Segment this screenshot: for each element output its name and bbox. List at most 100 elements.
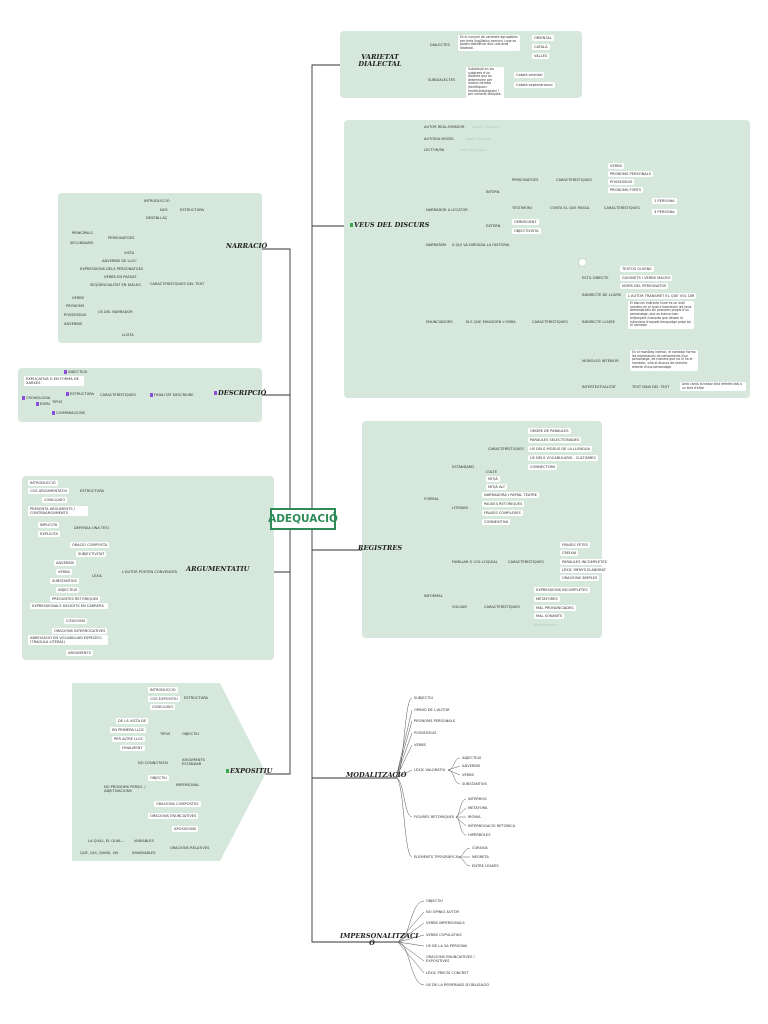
registres-est-item[interactable]: CONNECTORS [528,464,558,471]
descripcio-estructura[interactable]: ESTRUCTURA [66,392,94,396]
narracio-c-item[interactable]: SEQÜENCIALITAT EN DIÀLEG [90,283,141,287]
expositiu-relatives[interactable]: ORACIONS RELATIVES [170,846,210,850]
registres-vul-item[interactable]: MAL PRONÚNCIADES [534,605,576,612]
expositiu-arguments[interactable]: ARGUMENTS ESTANDAR [182,758,205,767]
narracio-c-item[interactable]: VERBS EN PASSAT [104,275,137,279]
modal-item[interactable]: POSSESSIUS [414,731,437,735]
narracio-personatges[interactable]: PERSONATGES [108,236,135,240]
veus-enunciadors[interactable]: ENUNCIADORS [426,320,453,324]
modal-el-item[interactable]: ENTRE LEASES [472,864,499,868]
varietat-dialecte-item[interactable]: ORIENTAL [532,35,554,42]
registres-fam-item[interactable]: ORACIONS SIMPLES [560,575,600,582]
expositiu-estructura[interactable]: ESTRUCTURA [184,696,209,700]
modal-lexic[interactable]: LÈXIC VALORATIU [414,768,446,772]
expositiu-rel-b[interactable]: INVARIABLES [132,851,156,855]
modal-item[interactable]: OPINIÓ DE L'AUTOR [414,708,450,712]
veus-extern[interactable]: EXTERN [486,224,501,228]
imperson-item[interactable]: VERBS COPULATIUS [426,933,462,937]
narracio-estructura[interactable]: ESTRUCTURA [180,208,205,212]
veus-c1-item[interactable]: VERBS [608,163,624,170]
registres-estandard[interactable]: ESTÀNDARD [452,465,475,469]
expositiu-tipus[interactable]: OBJECTIU [182,732,200,736]
narracio-pers-item[interactable]: PRINCIPALS [72,231,93,235]
descripcio-c-item[interactable]: EXPLICATIVA O EN FORMA DE XARXES [24,376,84,387]
narracio-c-item[interactable]: EXPRESSIONS DELS PERSONATGES [80,267,144,271]
argumentatiu-est-item[interactable]: CONCLUSIÓ [42,497,68,504]
veus-monoleg[interactable]: MONÒLEG INTERIOR [582,359,619,363]
registres-lit-item[interactable]: CONNEXITIVA [482,519,511,526]
registres-fam-item[interactable]: CREIXIA [560,550,579,557]
varietat-dialecte-item[interactable]: CATALÀ [532,44,550,51]
branch-expositiu[interactable]: EXPOSITIU [226,768,272,775]
modal-item[interactable]: VERBS [414,743,426,747]
veus-intern[interactable]: INTERN [486,190,500,194]
argumentatiu-estructura[interactable]: ESTRUCTURA [80,489,105,493]
veus-c1-item[interactable]: PRONOMS PERSONALS [608,171,654,178]
narracio-verbs-item[interactable]: VERBS [72,296,84,300]
registres-caract-est[interactable]: CARACTERÍSTIQUES [488,447,524,451]
argumentatiu-est-item[interactable]: INTRODUCCIÓ [28,480,58,487]
registres-lit-item[interactable]: PAUSES RETÒRIQUES [482,501,525,508]
narracio-c-item[interactable]: ADVERBIS DE LLOC [102,259,137,263]
veus-indirecte-lliure[interactable]: INDIRECTE DE LLIURE [582,293,622,297]
modal-el-item[interactable]: NEGRETA [472,855,489,859]
registres-vul-item[interactable]: METAFORES [534,596,560,603]
modal-lexic-item[interactable]: VERBS [462,773,474,777]
veus-autor-model[interactable]: AUTOR/A MODEL [424,137,455,141]
narracio-verbs-item[interactable]: PRONOMS [66,304,85,308]
modal-lexic-item[interactable]: ADVERBIS [462,764,481,768]
veus-c1-item[interactable]: PRONOMS FORTS [608,187,644,194]
veus-narrador[interactable]: NARRADOR A LECATOR [426,208,468,212]
expositiu-tipus-label[interactable]: TIPUS [160,732,171,736]
branch-veus-del-discurs[interactable]: VEUS DEL DISCURS [350,222,429,229]
narracio-est-item[interactable]: DESENLLAÇ [146,216,168,220]
imperson-item[interactable]: VERBS IMPERSONALS [426,921,465,925]
argumentatiu-lexic-item[interactable]: SUBSTANTIUS [50,578,79,585]
veus-testimoni[interactable]: TESTIMONI [512,206,532,210]
veus-c2-item[interactable]: 3 PERSONA [652,209,677,216]
imperson-item[interactable]: LÈXIC PRECÍS CONCRET [426,971,469,975]
argumentatiu-item2[interactable]: EXPRESSIONALS DECIDITS EN CARRERS [30,603,108,610]
argumentatiu-usos[interactable]: L'AUTOR POSTEN CONVENCER [122,570,178,574]
registres-fam-item[interactable]: PARAULES INCOMPLETES [560,559,609,566]
argumentatiu-presenta[interactable]: PRESENTA ARGUMENTS / CONTRAARGUMENTS [28,506,88,517]
argumentatiu-item2[interactable]: ARGUMENTS [66,650,93,657]
descripcio-e-item[interactable]: CRONOLOGIA [22,396,50,400]
argumentatiu-tesi-item[interactable]: EXPLÍCITA [38,531,60,538]
modal-lexic-item[interactable]: ADJECTIUS [462,756,482,760]
descripcio-adj[interactable]: ADJECTIUS [64,370,87,374]
veus-estil-directe[interactable]: ESTIL DIRECTE [582,276,609,280]
narracio-verbs-item[interactable]: POSSESSIUS [64,313,87,317]
expositiu-rel-a[interactable]: VARIABLES [134,839,154,843]
imperson-item[interactable]: NO OPINIÓ AUTOR [426,910,460,914]
modal-fig-item[interactable]: IRONIA [468,815,481,819]
registres-vulgar[interactable]: VULGAR [452,605,467,609]
registres-culte-item[interactable]: MITJÀ [486,476,500,483]
narracio-llista[interactable]: LLISTA [122,333,134,337]
veus-ext-item[interactable]: OBJECTIVISTA [512,228,541,235]
expositiu-tipus-item[interactable]: PER ALTRE LLOC [112,736,146,743]
argumentatiu-item2[interactable]: ORACIONS INTERROGATIVES [52,628,108,635]
descripcio-tipus[interactable]: TIPUS [52,400,63,404]
imperson-item[interactable]: OBJECTIU [426,899,444,903]
expositiu-est-item[interactable]: CONCLUSIÓ [150,704,176,711]
expositiu-tipus-item[interactable]: FINALMENT [120,745,145,752]
varietat-sub-item[interactable]: Català septentrional [514,82,555,89]
expositiu-est-item[interactable]: COS EXPOSITIU [148,696,180,703]
registres-literari[interactable]: LITERARI [452,506,468,510]
argumentatiu-item2[interactable]: PREGUNTES RETÒRIQUES [50,596,101,603]
modal-figures[interactable]: FIGURES RETÒRIQUES [414,815,455,819]
descripcio-e-item[interactable]: ESPAI [36,402,50,406]
central-topic[interactable]: ADEQUACIÓ [268,508,338,530]
modal-item[interactable]: SUBJECTIU [414,696,434,700]
branch-descripcio[interactable]: DESCRIPCIÓ [214,390,266,397]
branch-registres[interactable]: REGISTRES [358,544,403,552]
registres-vul-item[interactable]: MAL SONANTS [534,613,565,620]
varietat-sub-item[interactable]: Català oriental [514,72,545,79]
veus-personatges[interactable]: PERSONATGES [512,178,539,182]
registres-caract-fam[interactable]: CARACTERÍSTIQUES [508,560,544,564]
registres-est-item[interactable]: ÚS DELS VOCABULARIS - CULTISMES [528,455,598,462]
argumentatiu-est-item[interactable]: COS ARGUMENTATIU [28,488,70,495]
expositiu-no-connotatiu[interactable]: NO CONNOTATIU [138,761,169,765]
modal-fig-item[interactable]: HIPÈRBOLES [468,833,491,837]
